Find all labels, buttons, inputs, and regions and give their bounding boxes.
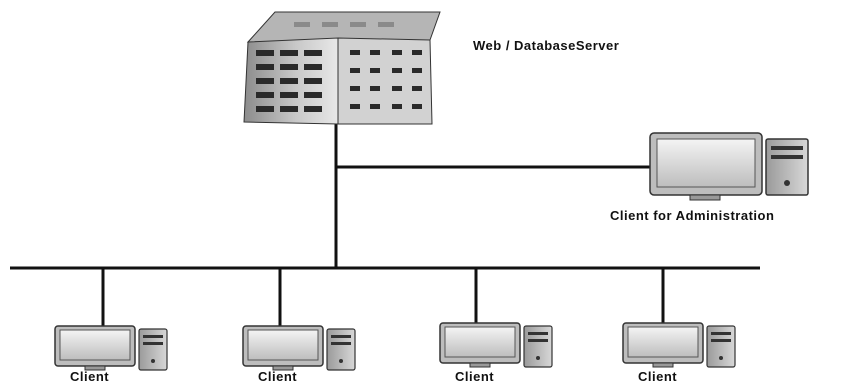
network-connections: [10, 124, 760, 328]
client-4-computer-icon: [622, 322, 736, 368]
client-4-label: Client: [638, 369, 678, 384]
client-3-label: Client: [455, 369, 495, 384]
server-label: Web / DatabaseServer: [473, 38, 620, 53]
admin-computer-icon: [649, 132, 809, 201]
client-2-label: Client: [258, 369, 298, 384]
client-3-computer-icon: [439, 322, 553, 368]
admin-client-label: Client for Administration: [610, 208, 775, 223]
client-2-computer-icon: [242, 325, 356, 371]
server-rack-icon: [243, 11, 441, 125]
client-1-label: Client: [70, 369, 110, 384]
client-1-computer-icon: [54, 325, 168, 371]
